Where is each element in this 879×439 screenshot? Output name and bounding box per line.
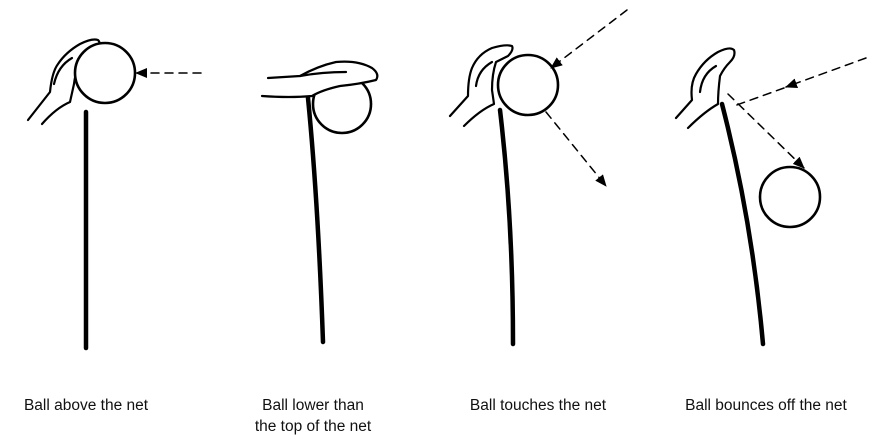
ball (498, 55, 558, 115)
captions: Ball above the net Ball lower than the t… (24, 397, 848, 435)
net-post (308, 98, 323, 342)
incoming-arrow-tail (734, 88, 784, 106)
net-post (500, 110, 513, 344)
panel-ball-touches-net (450, 10, 627, 344)
panel-ball-above-net (28, 40, 201, 349)
panel-ball-bounces-off-net (676, 48, 866, 344)
caption-ball-bounces-off-net: Ball bounces off the net (685, 397, 847, 414)
incoming-arrow (786, 58, 866, 87)
caption-ball-above-net: Ball above the net (24, 397, 149, 414)
bounce-arrow (728, 94, 804, 168)
panel-ball-lower-than-net (262, 62, 377, 342)
ball (760, 167, 820, 227)
caption-ball-touches-net: Ball touches the net (470, 397, 607, 414)
ball (75, 43, 135, 103)
outgoing-arrow (546, 112, 606, 186)
caption-ball-lower-than-net-line-2: the top of the net (255, 418, 372, 435)
net-post (722, 104, 763, 344)
caption-ball-lower-than-net-line-1: Ball lower than (262, 397, 364, 414)
incoming-arrow (551, 10, 627, 68)
